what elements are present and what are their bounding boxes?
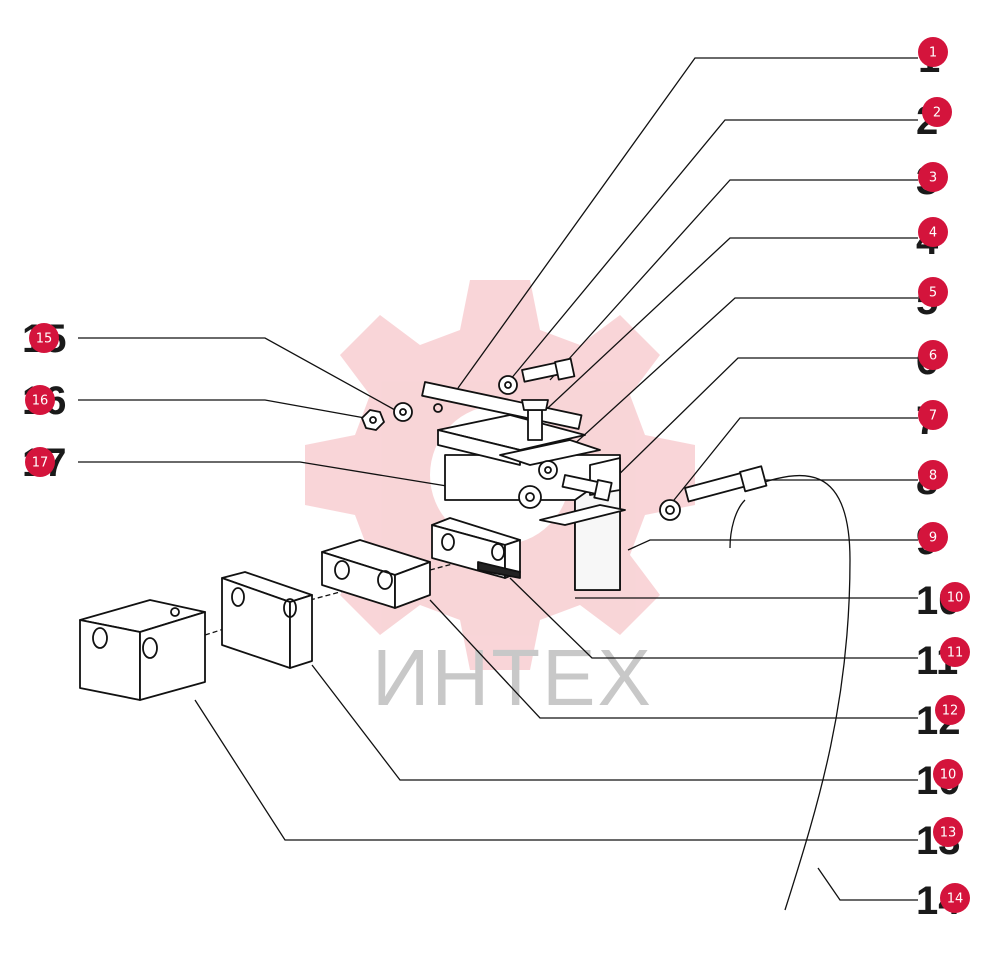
callout-4: 4: [918, 217, 948, 247]
callout-label: 10: [940, 768, 957, 783]
callout-14: 14: [940, 883, 970, 913]
block-part-12: [321, 539, 431, 609]
callout-13: 13: [933, 817, 963, 847]
callout-5: 5: [918, 277, 948, 307]
callout-circle: [918, 340, 948, 370]
callout-label: 15: [36, 332, 53, 347]
callout-label: 7: [929, 409, 937, 424]
callout-circle: [933, 759, 963, 789]
callout-circle: [918, 217, 948, 247]
callout-circle: [940, 883, 970, 913]
callout-label: 13: [940, 826, 957, 841]
callout-9: 9: [918, 522, 948, 552]
leader-line-5: [547, 297, 918, 469]
callout-label: 6: [929, 349, 937, 364]
washer-part-2: [498, 375, 518, 395]
washer-part-5: [538, 460, 558, 480]
callout-circle: [933, 817, 963, 847]
fasteners: [361, 357, 768, 521]
leader-line-6: [604, 357, 918, 489]
callout-12: 12: [935, 695, 965, 725]
plate-part-10b: [221, 571, 313, 669]
callout-label: 14: [947, 892, 964, 907]
callout-circle: [935, 695, 965, 725]
wire-end: [729, 499, 746, 549]
callout-label: 1: [929, 46, 937, 61]
callout-label: 5: [929, 286, 937, 301]
wire: [754, 474, 851, 911]
callout-label: 2: [933, 106, 941, 121]
callout-circle: [918, 277, 948, 307]
callout-circle: [29, 323, 59, 353]
callout-label: 10: [947, 591, 964, 606]
washer-part-17: [518, 485, 542, 509]
callout-11: 11: [940, 637, 970, 667]
callout-10: 10: [933, 759, 963, 789]
leader-line-13: [194, 699, 918, 841]
leader-line-10b: [311, 664, 918, 781]
watermark-text: ИНТЕХ: [372, 633, 653, 722]
leader-line-14: [817, 867, 918, 901]
leader-line-16: [78, 399, 366, 419]
callout-label: 16: [32, 394, 49, 409]
washer-part-7: [659, 499, 681, 521]
callout-6: 6: [918, 340, 948, 370]
callout-15: 15: [29, 323, 59, 353]
callout-label: 11: [947, 646, 964, 661]
callout-label: 17: [32, 456, 49, 471]
callout-circle: [918, 37, 948, 67]
callout-circle: [25, 447, 55, 477]
callout-circle: [940, 582, 970, 612]
leader-line-7: [669, 417, 918, 506]
leader-line-15: [78, 337, 396, 411]
screw-part-4: [527, 409, 543, 441]
parts: [79, 357, 768, 701]
callout-16: 16: [25, 385, 55, 415]
callout-circle: [922, 97, 952, 127]
leader-line-12: [429, 599, 918, 719]
block-part-13: [79, 599, 206, 701]
leader-line-9: [627, 539, 918, 551]
callout-circle: [918, 460, 948, 490]
leader-line-4: [534, 237, 918, 421]
callout-10: 10: [940, 582, 970, 612]
callout-label: 12: [942, 704, 959, 719]
callout-label: 8: [929, 469, 937, 484]
callout-circle: [25, 385, 55, 415]
nut-part-16: [361, 409, 385, 431]
callout-17: 17: [25, 447, 55, 477]
callout-1: 1: [918, 37, 948, 67]
callout-label: 9: [929, 531, 937, 546]
callout-8: 8: [918, 460, 948, 490]
leader-line-3: [549, 179, 918, 381]
callout-circle: [918, 400, 948, 430]
callout-7: 7: [918, 400, 948, 430]
callout-circle: [940, 637, 970, 667]
callout-3: 3: [918, 162, 948, 192]
leader-line-11: [509, 577, 918, 659]
leader-line-2: [509, 119, 918, 381]
callout-circle: [918, 162, 948, 192]
clamp-part-11: [431, 517, 521, 579]
callout-circle: [918, 522, 948, 552]
washer-part-15: [393, 402, 413, 422]
callout-2: 2: [922, 97, 952, 127]
callout-label: 3: [929, 171, 937, 186]
leader-line-1: [457, 57, 918, 389]
callout-label: 4: [929, 226, 937, 241]
